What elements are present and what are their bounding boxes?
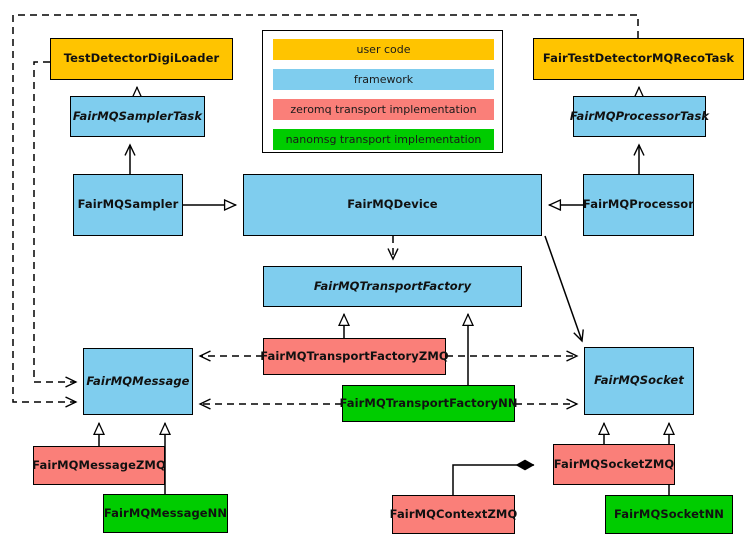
legend-item-nanomsg: nanomsg transport implementation: [273, 129, 494, 150]
node-fairTestDetectorMQRecoTask[interactable]: FairTestDetectorMQRecoTask: [533, 38, 744, 80]
legend-item-zeromq: zeromq transport implementation: [273, 99, 494, 120]
node-label: FairMQSocketZMQ: [553, 456, 675, 471]
node-label: FairMQTransportFactoryZMQ: [260, 348, 449, 363]
node-label: FairMQProcessorTask: [569, 108, 710, 123]
edge-contextzmq-to-socketzmq: [452, 465, 534, 495]
legend-label: framework: [353, 73, 414, 86]
node-label: FairMQSamplerTask: [72, 108, 203, 123]
node-fairMQSocket[interactable]: FairMQSocket: [584, 347, 694, 415]
node-label: FairMQSampler: [77, 197, 179, 212]
node-fairMQSampler[interactable]: FairMQSampler: [73, 174, 183, 236]
node-fairMQContextZMQ[interactable]: FairMQContextZMQ: [389, 495, 518, 534]
legend-item-user-code: user code: [273, 39, 494, 60]
edge-device-to-socket: [544, 235, 582, 341]
node-fairMQSamplerTask[interactable]: FairMQSamplerTask: [70, 96, 205, 137]
node-fairMQTransportFactoryNN[interactable]: FairMQTransportFactoryNN: [339, 385, 518, 422]
node-fairMQSocketNN[interactable]: FairMQSocketNN: [605, 495, 733, 534]
node-label: FairMQSocketNN: [613, 506, 725, 521]
node-label: FairMQDevice: [347, 197, 438, 212]
node-label: FairMQMessage: [86, 373, 190, 388]
node-label: FairMQMessageZMQ: [32, 457, 166, 472]
node-label: FairMQMessageNN: [103, 505, 228, 520]
node-fairMQTransportFactoryZMQ[interactable]: FairMQTransportFactoryZMQ: [260, 338, 449, 375]
node-fairMQMessageZMQ[interactable]: FairMQMessageZMQ: [32, 446, 166, 485]
node-label: FairMQTransportFactoryNN: [339, 395, 518, 410]
node-label: FairMQProcessor: [582, 197, 695, 212]
node-fairMQMessageNN[interactable]: FairMQMessageNN: [103, 494, 228, 533]
node-fairMQDevice[interactable]: FairMQDevice: [243, 174, 542, 236]
node-fairMQProcessor[interactable]: FairMQProcessor: [583, 174, 694, 236]
node-fairMQMessage[interactable]: FairMQMessage: [83, 348, 193, 415]
node-fairMQProcessorTask[interactable]: FairMQProcessorTask: [569, 96, 710, 137]
node-label: FairMQTransportFactory: [313, 278, 472, 293]
node-label: FairMQSocket: [594, 373, 684, 388]
node-label: TestDetectorDigiLoader: [63, 51, 220, 66]
node-label: FairMQContextZMQ: [389, 506, 518, 521]
node-fairMQSocketZMQ[interactable]: FairMQSocketZMQ: [553, 444, 675, 485]
node-testDetectorDigiLoader[interactable]: TestDetectorDigiLoader: [50, 38, 233, 80]
legend-label: user code: [356, 43, 411, 56]
node-fairMQTransportFactory[interactable]: FairMQTransportFactory: [263, 266, 522, 307]
legend-label: zeromq transport implementation: [290, 103, 477, 116]
legend-label: nanomsg transport implementation: [285, 133, 482, 146]
legend: user code framework zeromq transport imp…: [262, 30, 503, 153]
node-label: FairTestDetectorMQRecoTask: [542, 51, 735, 66]
legend-item-framework: framework: [273, 69, 494, 90]
